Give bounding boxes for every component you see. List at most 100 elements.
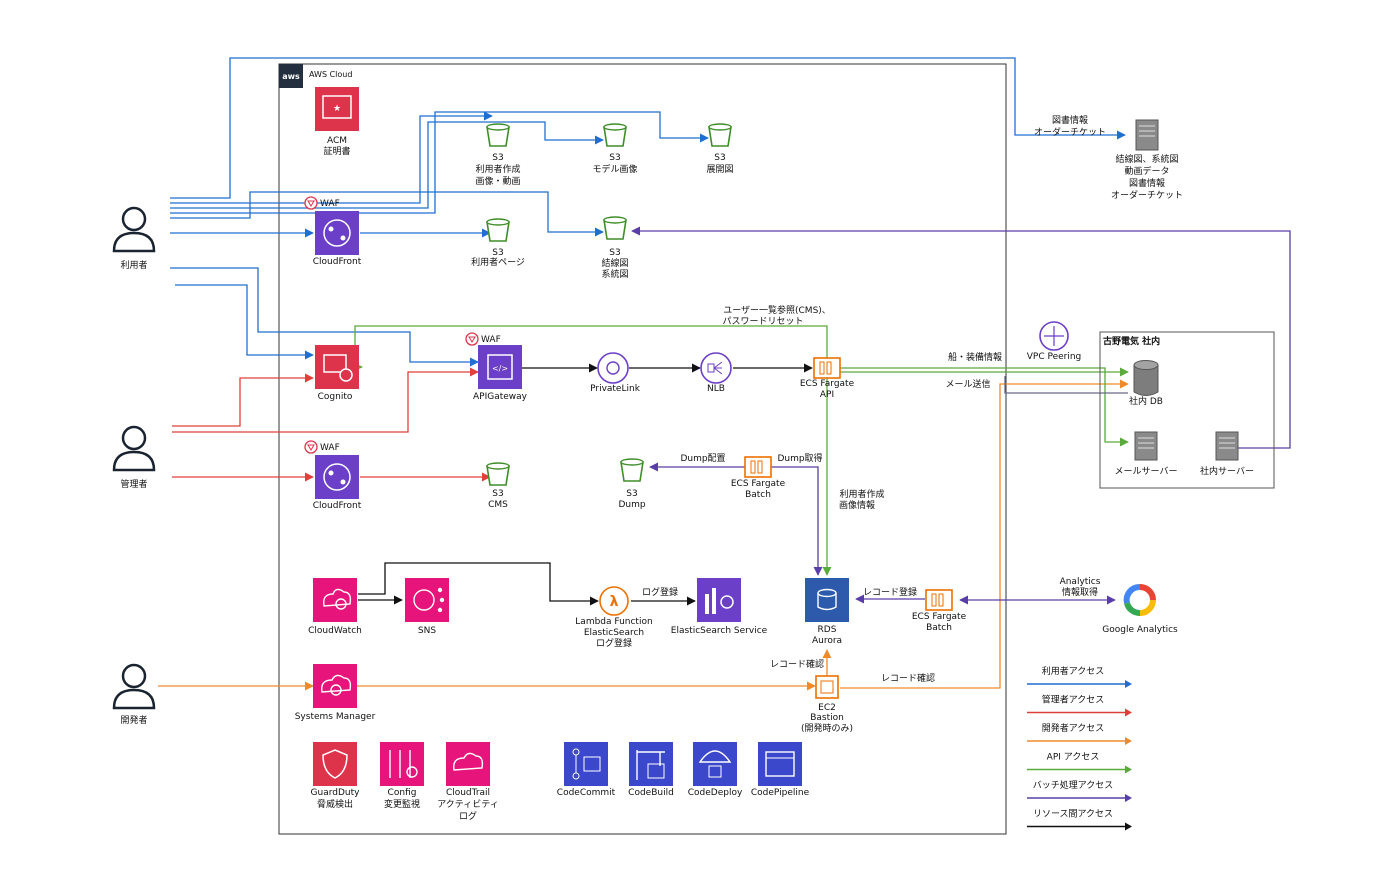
svg-text:WAF: WAF (481, 335, 501, 345)
svg-text:VPC Peering: VPC Peering (1027, 352, 1082, 362)
svg-text:レコード登録: レコード登録 (863, 586, 917, 598)
svg-text:Lambda Function: Lambda Function (575, 617, 652, 627)
svg-text:オーダーチケット: オーダーチケット (1111, 189, 1183, 201)
ec2-bastion-node: EC2 Bastion (開発時のみ) (801, 675, 853, 734)
svg-text:GuardDuty: GuardDuty (311, 788, 361, 798)
lambda-node: λ Lambda Function ElasticSearch ログ登録 (575, 586, 653, 649)
svg-text:Cognito: Cognito (318, 392, 353, 402)
waf-badge: WAF (304, 440, 340, 454)
cognito-node: Cognito (315, 345, 359, 402)
legend-label: 開発者アクセス (1042, 722, 1105, 734)
systems-manager-icon (313, 664, 357, 708)
legend-label: 利用者アクセス (1042, 665, 1105, 677)
svg-text:Aurora: Aurora (812, 636, 842, 646)
codepipeline-node: CodePipeline (751, 742, 810, 798)
s3-expansion-node: S3 展開図 (706, 123, 734, 175)
svg-text:API: API (820, 390, 834, 400)
svg-text:ECS Fargate: ECS Fargate (912, 612, 967, 622)
config-node: Config 変更監視 (380, 742, 424, 810)
s3-diagram-node: S3 結線図 系統図 (601, 216, 629, 280)
svg-text:ECS Fargate: ECS Fargate (800, 379, 855, 389)
svg-text:CodeDeploy: CodeDeploy (688, 788, 743, 798)
svg-text:Batch: Batch (745, 490, 771, 500)
sns-node: SNS (405, 578, 449, 636)
ec2-chip-icon (815, 675, 839, 699)
cloudtrail-icon (446, 742, 490, 786)
cloudtrail-node: CloudTrail アクティビティ ログ (437, 742, 499, 822)
svg-text:ACM: ACM (327, 136, 347, 146)
codecommit-node: CodeCommit (557, 742, 616, 798)
svg-text:CodeBuild: CodeBuild (628, 788, 674, 798)
svg-text:Dump配置: Dump配置 (680, 453, 725, 464)
onprem-title: 古野電気 社内 (1103, 335, 1160, 347)
waf-icon (304, 440, 318, 454)
svg-text:S3: S3 (609, 153, 620, 163)
codebuild-node: CodeBuild (628, 742, 674, 798)
svg-text:(開発時のみ): (開発時のみ) (801, 722, 853, 734)
svg-text:画像情報: 画像情報 (839, 499, 875, 511)
svg-text:系統図: 系統図 (601, 268, 628, 280)
legend-label: バッチ処理アクセス (1033, 779, 1114, 791)
svg-text:CodePipeline: CodePipeline (751, 788, 810, 798)
actor-label: 管理者 (120, 478, 147, 490)
svg-text:S3: S3 (492, 153, 503, 163)
waf-badge: WAF (465, 332, 501, 346)
google-analytics-node: Google Analytics (1102, 584, 1178, 635)
codedeploy-node: CodeDeploy (688, 742, 743, 798)
svg-text:S3: S3 (492, 248, 503, 258)
legend-arrow (1125, 794, 1132, 802)
waf-badge: WAF (304, 196, 340, 210)
svg-text:社内 DB: 社内 DB (1129, 395, 1163, 407)
svg-text:Google Analytics: Google Analytics (1102, 625, 1178, 635)
cloudfront-admin-node: CloudFront (313, 455, 362, 511)
svg-text:Batch: Batch (926, 623, 952, 633)
privatelink-node: PrivateLink (590, 352, 641, 394)
svg-text:図書情報: 図書情報 (1129, 177, 1165, 189)
svg-text:脅威検出: 脅威検出 (317, 798, 353, 810)
legend-label: リソース間アクセス (1033, 809, 1113, 820)
svg-text:利用者作成: 利用者作成 (475, 163, 520, 175)
svg-text:モデル画像: モデル画像 (592, 163, 637, 175)
actor-user: 利用者 (112, 206, 156, 271)
actor-label: 利用者 (120, 259, 147, 271)
apigateway-node: </> APIGateway (473, 345, 528, 402)
codecommit-icon (564, 742, 608, 786)
svg-text:CodeCommit: CodeCommit (557, 788, 616, 798)
svg-text:CMS: CMS (488, 500, 508, 510)
nlb-node: NLB (700, 352, 732, 394)
svg-text:動画データ: 動画データ (1124, 165, 1169, 177)
svg-text:社内サーバー: 社内サーバー (1200, 465, 1254, 477)
svg-text:アクティビティ: アクティビティ (437, 799, 498, 810)
codepipeline-icon (758, 742, 802, 786)
ssm-node: Systems Manager (295, 664, 376, 722)
svg-text:S3: S3 (609, 248, 620, 258)
person-icon (112, 206, 156, 253)
svg-text:aws: aws (282, 72, 300, 81)
cloudfront-icon (315, 455, 359, 499)
api-gateway-icon (478, 345, 522, 389)
svg-text:変更監視: 変更監視 (384, 798, 420, 810)
svg-text:WAF: WAF (320, 199, 340, 209)
svg-text:情報取得: 情報取得 (1062, 586, 1098, 598)
s3-model-node: S3 モデル画像 (592, 123, 638, 175)
s3-upload-node: S3 利用者作成 画像・動画 (475, 123, 521, 187)
edges (158, 57, 1291, 691)
aws-logo-icon (279, 64, 303, 88)
svg-text:S3: S3 (626, 489, 637, 499)
privatelink-icon (597, 352, 629, 384)
elasticsearch-icon (697, 578, 741, 622)
onprem-boundary: 古野電気 社内 (1099, 331, 1275, 489)
cognito-icon (315, 345, 359, 389)
svg-text:Analytics: Analytics (1060, 577, 1101, 587)
waf-icon (465, 332, 479, 346)
actor-developer: 開発者 (112, 663, 156, 726)
svg-text:結線図: 結線図 (601, 257, 628, 269)
database-icon (805, 578, 849, 622)
legend-arrow (1125, 822, 1132, 831)
svg-text:メールサーバー: メールサーバー (1115, 466, 1178, 477)
s3-dump-node: S3 Dump (618, 458, 646, 510)
codedeploy-icon (693, 742, 737, 786)
svg-text:★: ★ (333, 104, 341, 114)
legend-label: API アクセス (1047, 752, 1100, 763)
svg-text:S3: S3 (492, 489, 503, 499)
